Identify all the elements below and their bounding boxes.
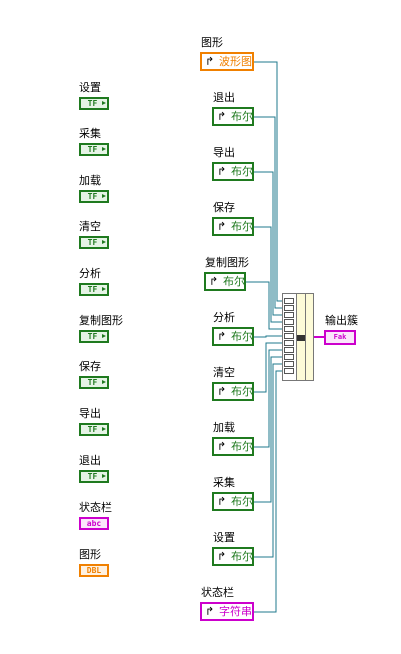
reference-label: 复制图形 <box>205 256 249 269</box>
reference-clear[interactable]: ↱布尔 <box>212 382 254 401</box>
reference-settings[interactable]: ↱布尔 <box>212 547 254 566</box>
bundle-input-slot[interactable] <box>284 354 294 360</box>
terminal-label: 分析 <box>79 267 101 280</box>
wire-statusbar <box>254 370 284 613</box>
reference-export[interactable]: ↱布尔 <box>212 162 254 181</box>
reference-copy-graph[interactable]: ↱布尔 <box>204 272 246 291</box>
string-terminal-icon[interactable]: abc <box>79 517 109 530</box>
reference-exit[interactable]: ↱布尔 <box>212 107 254 126</box>
dbl-terminal-icon[interactable]: DBL <box>79 564 109 577</box>
terminal-label: 采集 <box>79 127 101 140</box>
reference-arrow-icon: ↱ <box>217 110 227 123</box>
bundle-input-slot[interactable] <box>284 333 294 339</box>
reference-label: 状态栏 <box>201 586 234 599</box>
reference-save[interactable]: ↱布尔 <box>212 217 254 236</box>
reference-acquire[interactable]: ↱布尔 <box>212 492 254 511</box>
wire-load <box>254 349 284 448</box>
bundle-input-slot[interactable] <box>284 298 294 304</box>
bundle-middle-column <box>296 294 306 380</box>
bundle-node[interactable] <box>282 293 314 381</box>
bool-terminal-icon[interactable]: TF <box>79 283 109 296</box>
reference-arrow-icon: ↱ <box>205 55 215 68</box>
bundle-input-slot[interactable] <box>284 361 294 367</box>
wire-exit <box>254 116 284 309</box>
terminal-label: 设置 <box>79 81 101 94</box>
reference-arrow-icon: ↱ <box>205 605 215 618</box>
reference-arrow-icon: ↱ <box>217 165 227 178</box>
bool-terminal-icon[interactable]: TF <box>79 190 109 203</box>
reference-analyze[interactable]: ↱布尔 <box>212 327 254 346</box>
reference-arrow-icon: ↱ <box>217 330 227 343</box>
reference-label: 图形 <box>201 36 223 49</box>
bool-terminal-icon[interactable]: TF <box>79 236 109 249</box>
reference-label: 分析 <box>213 311 235 324</box>
terminal-label: 图形 <box>79 548 101 561</box>
bool-terminal-icon[interactable]: TF <box>79 330 109 343</box>
wire-clear <box>254 342 284 393</box>
wire-copy <box>246 281 284 330</box>
terminal-label: 复制图形 <box>79 314 123 327</box>
reference-label: 退出 <box>213 91 235 104</box>
bundle-input-slot[interactable] <box>284 305 294 311</box>
wire-settings <box>254 363 284 558</box>
reference-arrow-icon: ↱ <box>209 275 219 288</box>
output-label: 输出簇 <box>325 314 358 327</box>
terminal-label: 退出 <box>79 454 101 467</box>
bool-terminal-icon[interactable]: TF <box>79 143 109 156</box>
reference-arrow-icon: ↱ <box>217 385 227 398</box>
wire-acquire <box>254 356 284 503</box>
wire-analyze <box>254 335 284 338</box>
reference-arrow-icon: ↱ <box>217 220 227 233</box>
bundle-input-slot[interactable] <box>284 312 294 318</box>
reference-graph[interactable]: ↱波形图 <box>200 52 254 71</box>
bundle-input-slot[interactable] <box>284 340 294 346</box>
bundle-input-slot[interactable] <box>284 326 294 332</box>
terminal-label: 导出 <box>79 407 101 420</box>
reference-label: 采集 <box>213 476 235 489</box>
wire-save <box>254 226 284 323</box>
reference-arrow-icon: ↱ <box>217 495 227 508</box>
reference-arrow-icon: ↱ <box>217 550 227 563</box>
terminal-label: 保存 <box>79 360 101 373</box>
bool-terminal-icon[interactable]: TF <box>79 423 109 436</box>
bool-terminal-icon[interactable]: TF <box>79 376 109 389</box>
bundle-input-slot[interactable] <box>284 368 294 374</box>
terminal-label: 清空 <box>79 220 101 233</box>
bool-terminal-icon[interactable]: TF <box>79 470 109 483</box>
reference-load[interactable]: ↱布尔 <box>212 437 254 456</box>
wire-export <box>254 171 284 316</box>
terminal-label: 加载 <box>79 174 101 187</box>
output-cluster-terminal[interactable]: Fak <box>324 330 356 345</box>
reference-label: 清空 <box>213 366 235 379</box>
wire-graph <box>254 61 284 302</box>
bundle-input-column <box>283 294 297 380</box>
reference-arrow-icon: ↱ <box>217 440 227 453</box>
reference-label: 加载 <box>213 421 235 434</box>
bundle-output-dot-icon <box>297 335 305 341</box>
bundle-input-slot[interactable] <box>284 347 294 353</box>
terminal-label: 状态栏 <box>79 501 112 514</box>
reference-label: 导出 <box>213 146 235 159</box>
bool-terminal-icon[interactable]: TF <box>79 97 109 110</box>
reference-statusbar[interactable]: ↱字符串 <box>200 602 254 621</box>
reference-label: 保存 <box>213 201 235 214</box>
reference-label: 设置 <box>213 531 235 544</box>
bundle-input-slot[interactable] <box>284 319 294 325</box>
